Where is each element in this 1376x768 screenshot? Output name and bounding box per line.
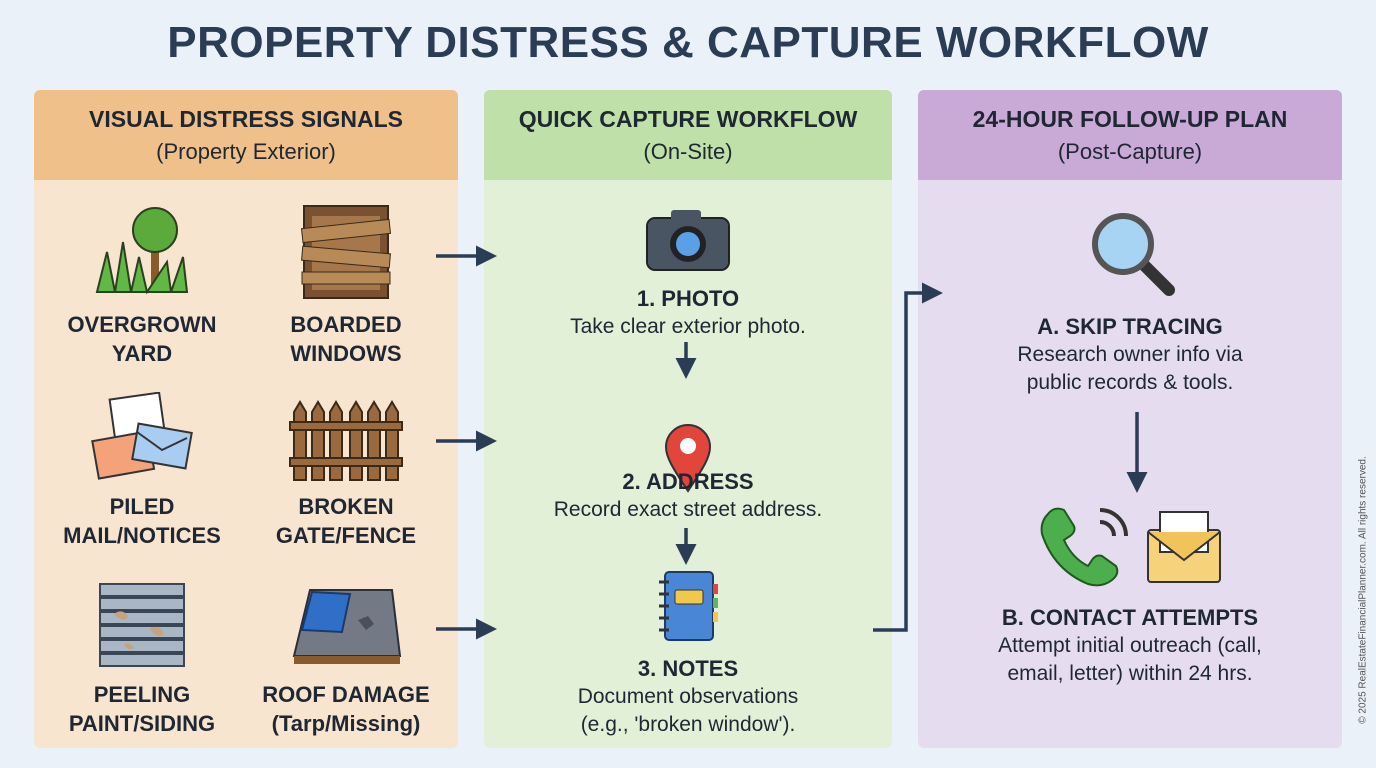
signal-label: PILED	[109, 494, 175, 519]
step-description: Attempt initial outreach (call,	[998, 634, 1262, 657]
step-notes: 3. NOTES Document observations (e.g., 'b…	[484, 568, 892, 739]
signal-label: GATE/FENCE	[275, 523, 417, 548]
signal-boarded-windows: BOARDED WINDOWS	[246, 202, 446, 368]
signal-label: ROOF DAMAGE	[262, 682, 430, 707]
roof-damage-icon	[292, 589, 402, 664]
signal-label: BROKEN	[298, 494, 394, 519]
follow-up-panel: 24-HOUR FOLLOW-UP PLAN (Post-Capture) A.…	[918, 90, 1342, 748]
signal-label: (Tarp/Missing)	[271, 711, 421, 736]
step-photo: 1. PHOTO Take clear exterior photo.	[484, 206, 892, 341]
step-description: Record exact street address.	[553, 498, 823, 521]
panel-header: QUICK CAPTURE WORKFLOW (On-Site)	[484, 90, 892, 180]
overgrown-yard-icon	[95, 207, 189, 295]
signal-label: WINDOWS	[290, 341, 402, 366]
signal-roof-damage: ROOF DAMAGE (Tarp/Missing)	[246, 580, 446, 738]
step-description: email, letter) within 24 hrs.	[1007, 662, 1253, 685]
quick-capture-panel: QUICK CAPTURE WORKFLOW (On-Site) 1. PHOT…	[484, 90, 892, 748]
peeling-siding-icon	[99, 583, 185, 667]
step-description: (e.g., 'broken window').	[580, 713, 796, 736]
panel-heading: VISUAL DISTRESS SIGNALS	[89, 106, 403, 132]
signal-broken-fence: BROKEN GATE/FENCE	[246, 392, 446, 550]
step-address-text: 2. ADDRESS Record exact street address.	[484, 468, 892, 524]
arrow-to-follow-up	[873, 282, 943, 632]
map-pin-icon	[664, 424, 712, 493]
step-heading: B. CONTACT ATTEMPTS	[1001, 605, 1259, 630]
panel-subheading: (On-Site)	[643, 139, 733, 164]
panel-header: VISUAL DISTRESS SIGNALS (Property Exteri…	[34, 90, 458, 180]
step-heading: 1. PHOTO	[636, 286, 740, 311]
step-description: Research owner info via	[1017, 343, 1243, 366]
step-contact-attempts: B. CONTACT ATTEMPTS Attempt initial outr…	[918, 507, 1342, 688]
step-skip-tracing: A. SKIP TRACING Research owner info via …	[918, 210, 1342, 397]
signal-piled-mail: PILED MAIL/NOTICES	[42, 392, 242, 550]
page-title: PROPERTY DISTRESS & CAPTURE WORKFLOW	[167, 18, 1209, 67]
signal-label: PEELING	[93, 682, 191, 707]
panel-header: 24-HOUR FOLLOW-UP PLAN (Post-Capture)	[918, 90, 1342, 180]
panel-subheading: (Post-Capture)	[1057, 139, 1203, 164]
signal-label: OVERGROWN	[67, 312, 217, 337]
step-address	[484, 424, 892, 498]
copyright: © 2025 RealEstateFinancialPlanner.com. A…	[1356, 425, 1370, 755]
camera-icon	[646, 210, 730, 271]
step-heading: 2. ADDRESS	[622, 469, 754, 494]
visual-distress-panel: VISUAL DISTRESS SIGNALS (Property Exteri…	[34, 90, 458, 748]
piled-mail-icon	[91, 392, 193, 480]
signal-label: YARD	[111, 341, 173, 366]
signal-peeling-siding: PEELING PAINT/SIDING	[42, 580, 242, 738]
broken-fence-icon	[289, 400, 403, 481]
signal-label: BOARDED	[290, 312, 402, 337]
signal-overgrown-yard: OVERGROWN YARD	[42, 202, 242, 368]
step-heading: 3. NOTES	[637, 656, 739, 681]
signal-label: PAINT/SIDING	[68, 711, 216, 736]
phone-envelope-icon	[1038, 500, 1228, 595]
panel-heading: QUICK CAPTURE WORKFLOW	[518, 106, 858, 132]
step-description: Document observations	[577, 685, 799, 708]
boarded-windows-icon	[300, 205, 392, 299]
panel-subheading: (Property Exterior)	[156, 139, 336, 164]
magnifier-icon	[1092, 213, 1175, 296]
notebook-icon	[659, 571, 718, 641]
signal-label: MAIL/NOTICES	[63, 523, 221, 548]
step-description: public records & tools.	[1026, 371, 1234, 394]
copyright-text: © 2025 RealEstateFinancialPlanner.com. A…	[1357, 456, 1369, 724]
step-heading: A. SKIP TRACING	[1037, 314, 1223, 339]
panel-heading: 24-HOUR FOLLOW-UP PLAN	[972, 106, 1288, 132]
step-description: Take clear exterior photo.	[570, 315, 806, 338]
